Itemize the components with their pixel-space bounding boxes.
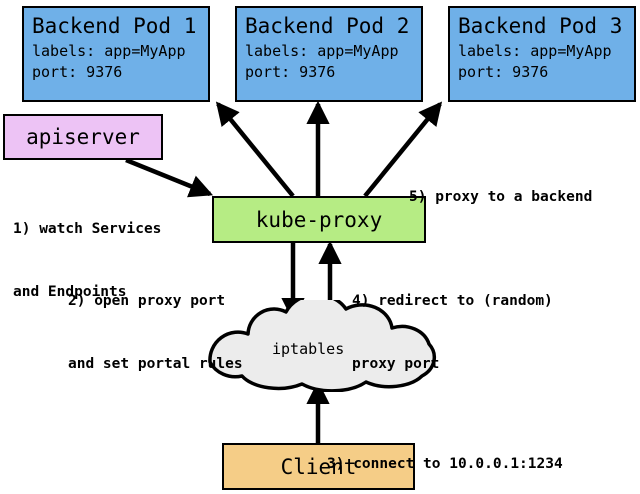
backend-pod-1-title: Backend Pod 1: [32, 14, 197, 38]
backend-pod-1-port: port: 9376: [32, 63, 123, 81]
kube-proxy-label: kube-proxy: [255, 207, 383, 232]
step-2-line-1: 2) open proxy port: [68, 293, 226, 309]
node-kube-proxy[interactable]: kube-proxy: [212, 196, 426, 243]
step-3-line-1: 3) connect to 10.0.0.1:1234: [327, 456, 563, 472]
node-backend-pod-3[interactable]: Backend Pod 3 labels: app=MyApp port: 93…: [448, 6, 636, 102]
node-backend-pod-2[interactable]: Backend Pod 2 labels: app=MyApp port: 93…: [235, 6, 423, 102]
backend-pod-1-labels: labels: app=MyApp: [32, 42, 186, 60]
step-4-line-1: 4) redirect to (random): [352, 293, 553, 309]
step-5-label: 5) proxy to a backend: [409, 145, 592, 250]
apiserver-label: apiserver: [26, 125, 140, 149]
step-2-line-2: and set portal rules: [68, 356, 243, 372]
backend-pod-3-port: port: 9376: [458, 63, 549, 81]
step-3-label: 3) connect to 10.0.0.1:1234: [327, 412, 563, 494]
backend-pod-2-port: port: 9376: [245, 63, 336, 81]
backend-pod-2-title: Backend Pod 2: [245, 14, 410, 38]
backend-pod-3-labels: labels: app=MyApp: [458, 42, 612, 60]
step-5-line-1: 5) proxy to a backend: [409, 189, 593, 205]
step-1-line-2: and Endpoints: [13, 284, 127, 300]
backend-pod-3-title: Backend Pod 3: [458, 14, 623, 38]
step-4-label: 4) redirect to (random) proxy port: [352, 249, 553, 417]
step-1-label: 1) watch Services and Endpoints: [13, 177, 161, 345]
step-2-label: 2) open proxy port and set portal rules: [68, 249, 243, 417]
step-1-line-1: 1) watch Services: [13, 221, 162, 237]
step-4-line-2: proxy port: [352, 356, 440, 372]
iptables-label: iptables: [272, 340, 345, 358]
client-label: Client: [280, 454, 357, 479]
backend-pod-2-labels: labels: app=MyApp: [245, 42, 399, 60]
node-client[interactable]: Client: [222, 443, 415, 490]
arrow-kubeproxy-to-pod-1: [215, 101, 295, 198]
node-iptables-cloud[interactable]: [186, 300, 470, 392]
node-apiserver[interactable]: apiserver: [3, 114, 163, 160]
node-backend-pod-1[interactable]: Backend Pod 1 labels: app=MyApp port: 93…: [22, 6, 210, 102]
